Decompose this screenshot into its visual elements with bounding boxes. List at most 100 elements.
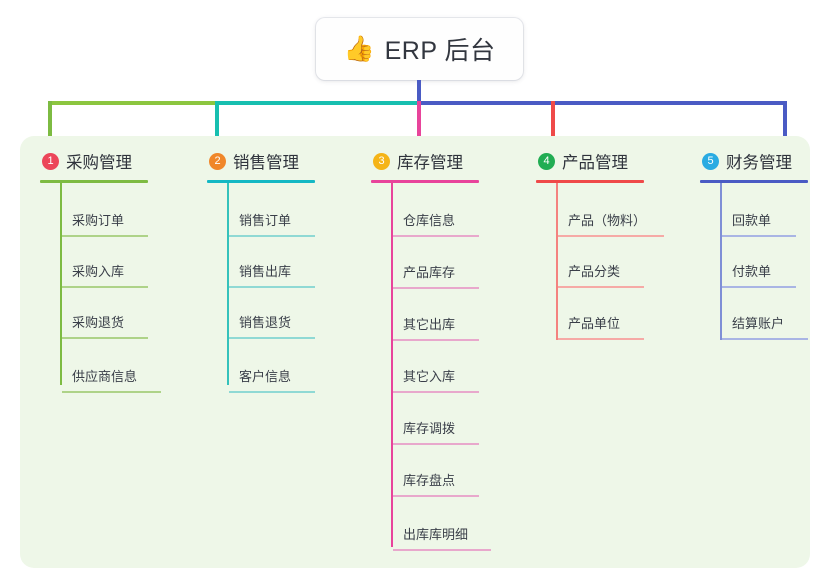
branch-badge-1: 1: [42, 152, 59, 170]
list-item-label: 销售退货: [239, 315, 292, 330]
branch-spine-5: [720, 183, 722, 340]
branch-badge-5: 5: [702, 152, 719, 170]
branch-column-4: 4 产品管理 产品（物料） 产品分类 产品单位: [536, 147, 664, 340]
branch-items-5: 回款单 付款单 结算账户: [700, 183, 808, 340]
list-item-rule: [229, 391, 315, 393]
list-item-rule: [229, 337, 315, 339]
list-item-rule: [722, 338, 808, 340]
drop-connector-3: [417, 101, 421, 139]
branch-spine-4: [556, 183, 558, 340]
branch-column-2: 2 销售管理 销售订单 销售出库 销售退货 客户信息: [207, 147, 315, 393]
branch-title-5: 财务管理: [726, 154, 792, 172]
list-item[interactable]: 付款单: [722, 237, 796, 288]
branch-header-5[interactable]: 5 财务管理: [700, 147, 808, 175]
branch-title-1: 采购管理: [66, 154, 132, 172]
list-item-label: 产品单位: [568, 316, 621, 331]
list-item-rule: [393, 443, 479, 445]
list-item[interactable]: 产品分类: [558, 237, 644, 288]
drop-connector-4: [551, 101, 555, 139]
drop-connector-2: [215, 101, 219, 139]
branch-spine-3: [391, 183, 393, 547]
list-item-label: 销售出库: [239, 264, 292, 279]
root-node[interactable]: 👍 ERP 后台: [316, 18, 523, 80]
list-item[interactable]: 客户信息: [229, 339, 315, 393]
branch-rule-4: [536, 180, 644, 183]
branch-rule-5: [700, 180, 808, 183]
list-item[interactable]: 回款单: [722, 183, 796, 237]
branch-header-3[interactable]: 3 库存管理: [371, 147, 479, 175]
thumbs-up-icon: 👍: [343, 34, 375, 63]
list-item-rule: [393, 339, 479, 341]
branch-badge-4: 4: [538, 152, 555, 170]
branch-items-4: 产品（物料） 产品分类 产品单位: [536, 183, 664, 340]
list-item[interactable]: 出库库明细: [393, 497, 491, 551]
list-item-label: 产品（物料）: [568, 213, 647, 228]
list-item-rule: [393, 549, 491, 551]
connector-bar-green: [48, 101, 217, 105]
branch-column-3: 3 库存管理 仓库信息 产品库存 其它出库 其它入库 库存调拨: [371, 147, 491, 551]
list-item-label: 销售订单: [239, 213, 292, 228]
list-item[interactable]: 销售出库: [229, 237, 315, 288]
branch-badge-3: 3: [373, 152, 390, 170]
list-item[interactable]: 采购入库: [62, 237, 148, 288]
list-item-rule: [558, 286, 644, 288]
branch-title-4: 产品管理: [562, 154, 628, 172]
branch-spine-1: [60, 183, 62, 385]
list-item-label: 仓库信息: [403, 213, 456, 228]
list-item-label: 供应商信息: [72, 369, 138, 384]
list-item[interactable]: 库存盘点: [393, 445, 479, 497]
branch-header-1[interactable]: 1 采购管理: [40, 147, 148, 175]
list-item-rule: [393, 495, 479, 497]
branch-header-4[interactable]: 4 产品管理: [536, 147, 644, 175]
branch-header-2[interactable]: 2 销售管理: [207, 147, 315, 175]
list-item-label: 采购退货: [72, 315, 125, 330]
root-title: ERP 后台: [384, 37, 496, 65]
list-item-label: 产品库存: [403, 265, 456, 280]
list-item[interactable]: 库存调拨: [393, 393, 479, 445]
list-item-rule: [229, 286, 315, 288]
list-item[interactable]: 产品库存: [393, 237, 479, 289]
connector-bar-teal: [215, 101, 421, 105]
list-item-label: 库存调拨: [403, 421, 456, 436]
drop-connector-5: [783, 101, 787, 139]
list-item[interactable]: 产品（物料）: [558, 183, 664, 237]
list-item[interactable]: 销售退货: [229, 288, 315, 339]
list-item[interactable]: 采购订单: [62, 183, 148, 237]
branch-items-1: 采购订单 采购入库 采购退货 供应商信息: [40, 183, 161, 393]
list-item[interactable]: 仓库信息: [393, 183, 479, 237]
list-item-label: 采购入库: [72, 264, 125, 279]
list-item-rule: [722, 235, 796, 237]
list-item[interactable]: 其它出库: [393, 289, 479, 341]
branch-rule-2: [207, 180, 315, 183]
branch-badge-2: 2: [209, 152, 226, 170]
list-item-rule: [62, 391, 161, 393]
list-item[interactable]: 结算账户: [722, 288, 808, 340]
list-item-rule: [62, 235, 148, 237]
list-item-label: 出库库明细: [403, 527, 469, 542]
list-item-label: 其它出库: [403, 317, 456, 332]
list-item-rule: [393, 287, 479, 289]
branch-title-3: 库存管理: [397, 154, 463, 172]
list-item-label: 结算账户: [732, 316, 785, 331]
list-item[interactable]: 供应商信息: [62, 339, 161, 393]
list-item-label: 其它入库: [403, 369, 456, 384]
list-item-label: 产品分类: [568, 264, 621, 279]
list-item-rule: [722, 286, 796, 288]
list-item[interactable]: 销售订单: [229, 183, 315, 237]
connector-bar-blue: [419, 101, 787, 105]
list-item[interactable]: 采购退货: [62, 288, 148, 339]
branch-items-2: 销售订单 销售出库 销售退货 客户信息: [207, 183, 315, 393]
list-item-rule: [62, 337, 148, 339]
list-item[interactable]: 其它入库: [393, 341, 479, 393]
branch-spine-2: [227, 183, 229, 385]
list-item-rule: [393, 235, 479, 237]
list-item-rule: [393, 391, 479, 393]
branch-title-2: 销售管理: [233, 154, 299, 172]
list-item-label: 采购订单: [72, 213, 125, 228]
drop-connector-1: [48, 101, 52, 139]
list-item-rule: [229, 235, 315, 237]
list-item-label: 回款单: [732, 213, 772, 228]
root-stem-connector: [417, 80, 421, 104]
branch-column-1: 1 采购管理 采购订单 采购入库 采购退货 供应商信息: [40, 147, 161, 393]
list-item[interactable]: 产品单位: [558, 288, 644, 340]
